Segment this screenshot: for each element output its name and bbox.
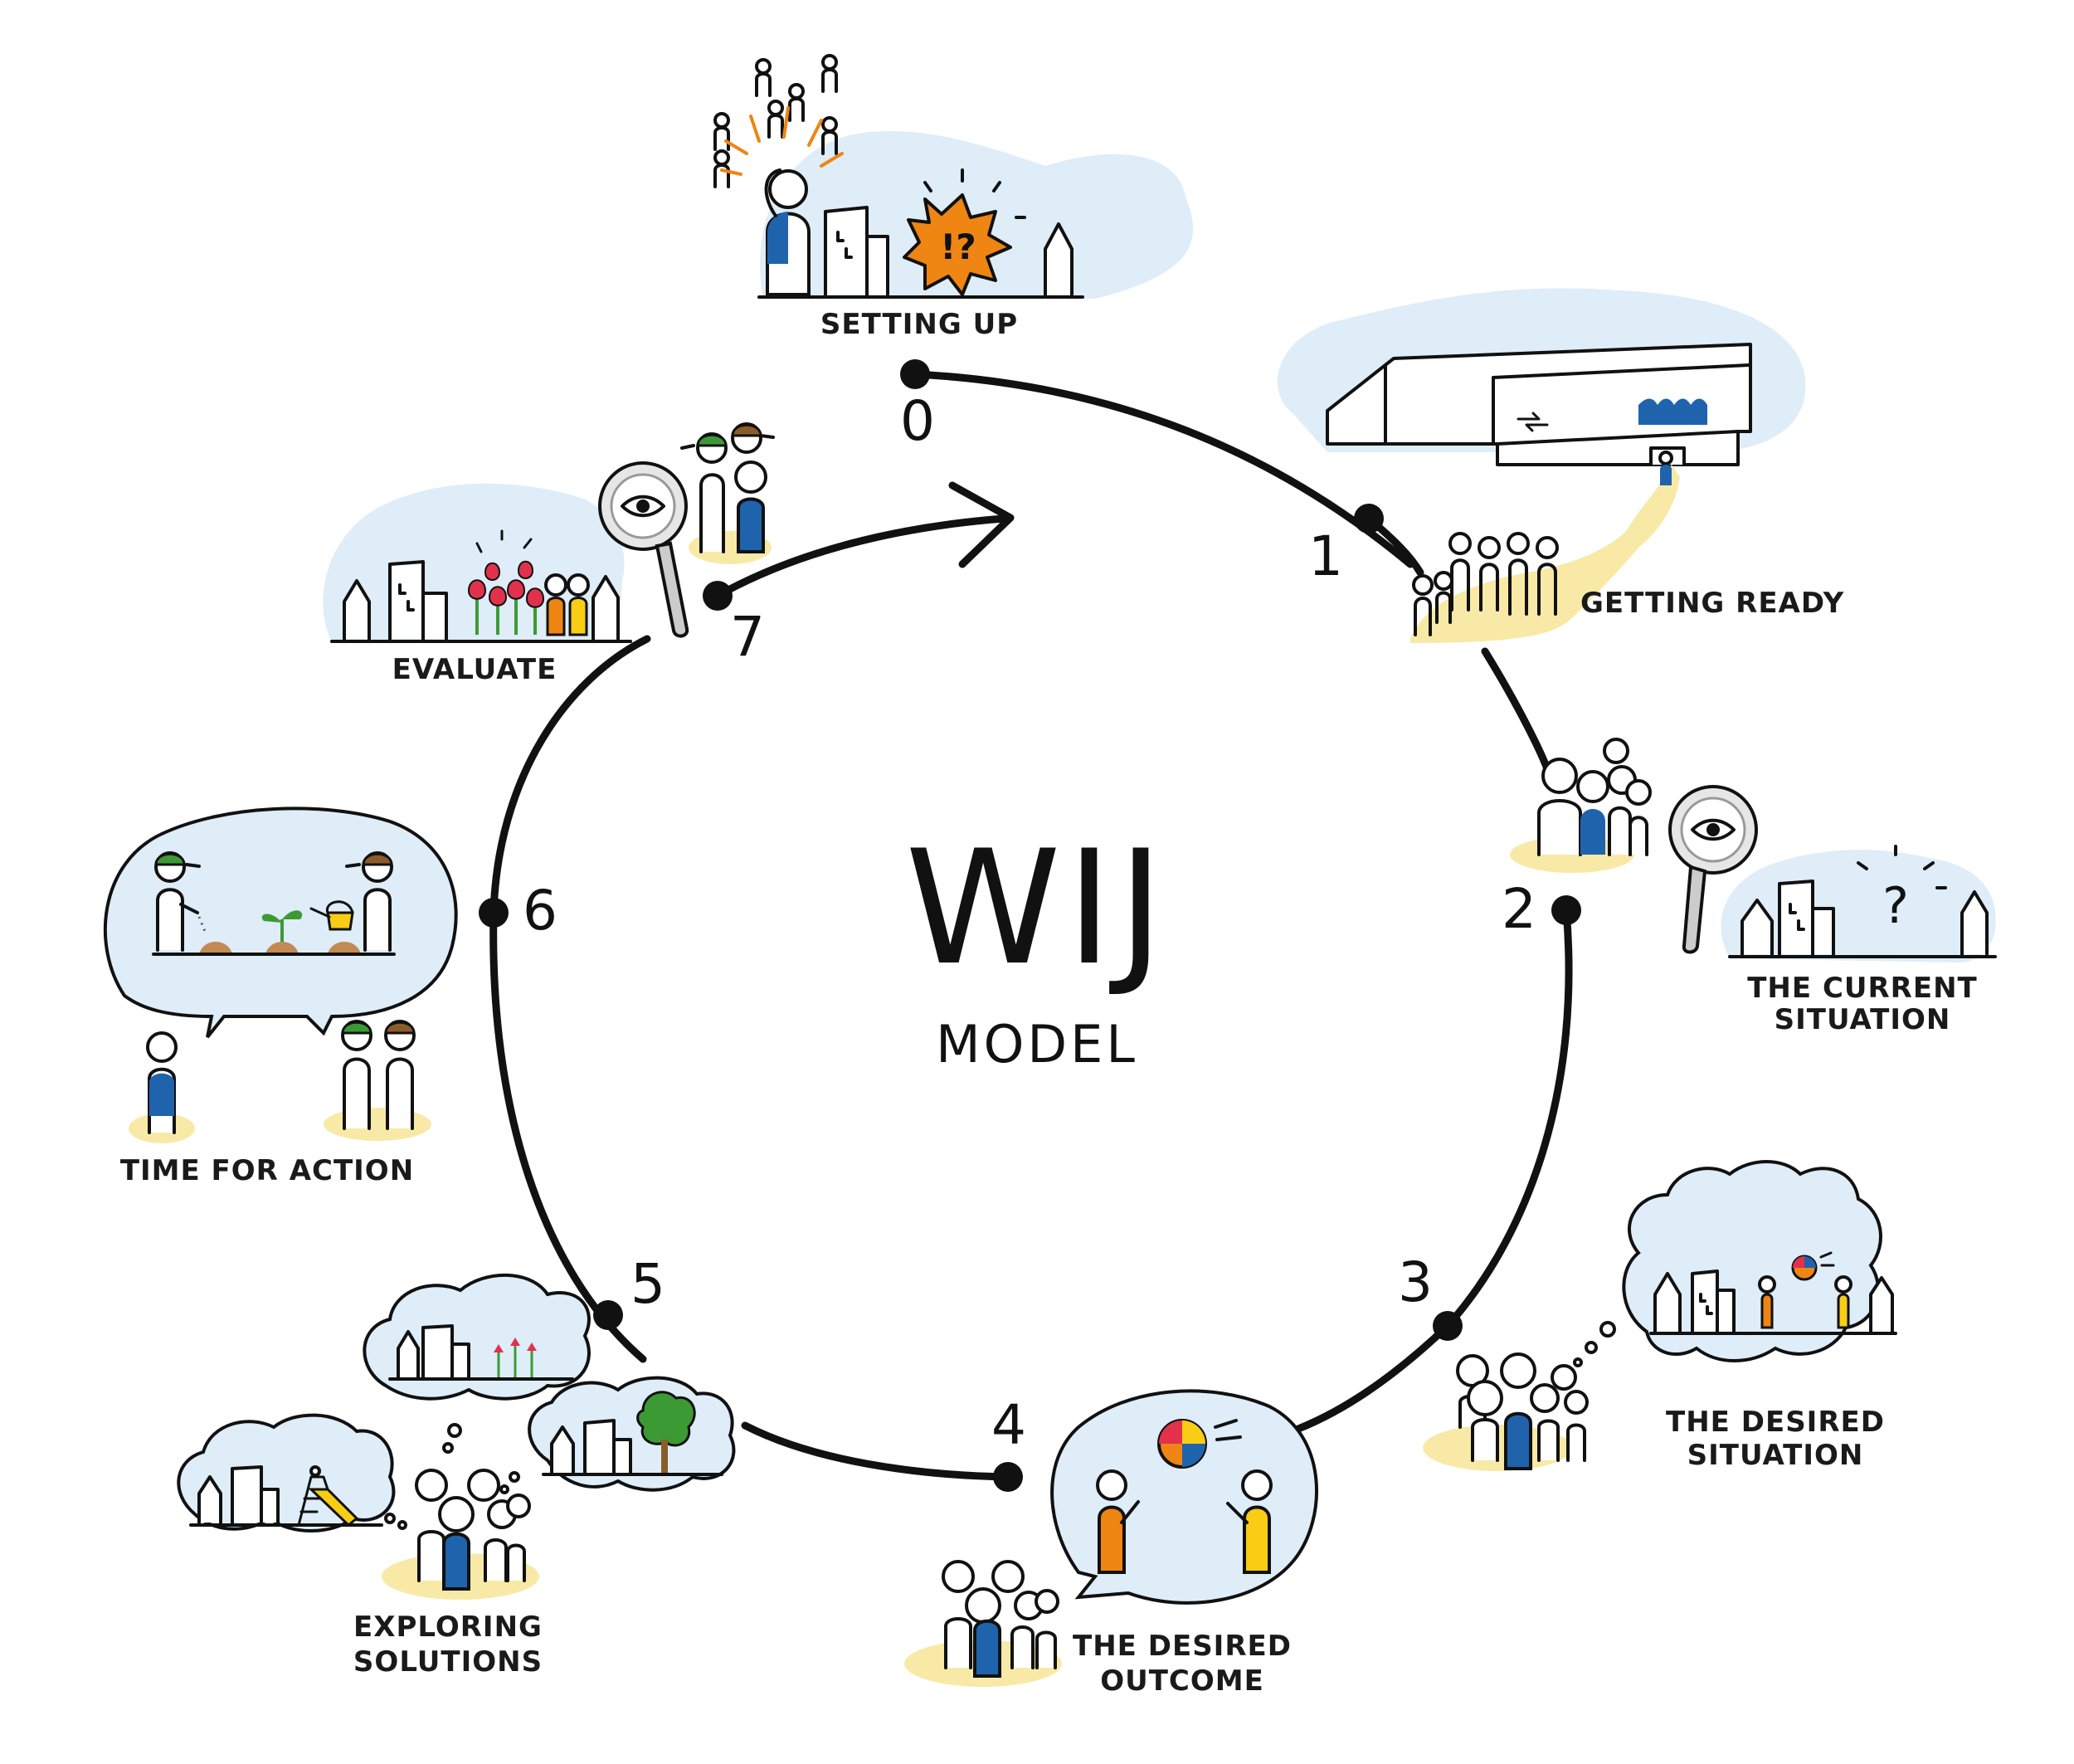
stage-number-4: 4 — [991, 1393, 1026, 1457]
stage-number-2: 2 — [1502, 877, 1536, 941]
crowd-icon — [1456, 1352, 1589, 1470]
stage-node-5[interactable] — [593, 1300, 623, 1330]
spark-rays — [720, 106, 844, 176]
crowd-icon — [415, 1469, 531, 1591]
stage-1-getting-ready: GETTING READY — [1278, 288, 1844, 643]
stage-label-5-line-2: SOLUTIONS — [353, 1645, 543, 1679]
stage-number-0: 0 — [900, 389, 935, 453]
tulips-icon — [467, 529, 545, 635]
stage-label-2-line-2: SITUATION — [1775, 1003, 1951, 1036]
stage-label-4-line-1: THE DESIRED — [1073, 1630, 1292, 1663]
slide-icon — [297, 1465, 359, 1527]
stage-node-3[interactable] — [1433, 1311, 1463, 1341]
exclaim-question-glyph: !? — [940, 227, 976, 267]
magnifier-eye-icon — [598, 461, 689, 638]
stage-4-desired-outcome: THE DESIRED OUTCOME — [904, 1389, 1319, 1698]
station-building-icon — [1326, 343, 1752, 466]
crowd-icon — [713, 54, 838, 188]
tree-icon — [636, 1391, 696, 1473]
idea-clouds-icon — [177, 1273, 736, 1533]
stage-label-1: GETTING READY — [1580, 587, 1844, 620]
crowd-icon — [942, 1560, 1059, 1678]
stage-node-2[interactable] — [1551, 895, 1581, 925]
stage-label-3-line-2: SITUATION — [1687, 1439, 1864, 1472]
stage-0-setting-up: !? SETTING UP — [713, 54, 1194, 341]
person-blue-icon — [1658, 451, 1673, 485]
stage-node-0[interactable] — [900, 359, 930, 389]
stage-number-3: 3 — [1398, 1250, 1433, 1314]
stage-node-6[interactable] — [479, 898, 509, 928]
person-blue-icon — [764, 168, 811, 296]
gardeners-pair-icon — [341, 1020, 416, 1130]
stage-node-4[interactable] — [993, 1462, 1023, 1492]
stage-node-1[interactable] — [1354, 504, 1384, 534]
magnifier-eye-icon — [1668, 785, 1758, 954]
stage-6-time-for-action: TIME FOR ACTION — [103, 806, 458, 1187]
stage-number-1: 1 — [1308, 524, 1343, 588]
stage-2-current-situation: ? THE CURRENT SITUATION — [1510, 738, 1997, 1036]
stage-7-evaluate: EVALUATE — [323, 422, 775, 686]
diagram-title: WIJ — [905, 816, 1169, 1000]
crowd-icon — [1537, 738, 1652, 856]
stage-number-5: 5 — [630, 1252, 665, 1316]
pair-orange-yellow-icon — [544, 573, 590, 636]
person-blue-icon — [146, 1031, 178, 1134]
gardener-pair-icon — [680, 422, 775, 553]
stage-label-6: TIME FOR ACTION — [120, 1154, 414, 1187]
crowd-icon — [1412, 532, 1559, 636]
stage-5-exploring-solutions: EXPLORING SOLUTIONS — [177, 1273, 736, 1679]
stage-label-4-line-2: OUTCOME — [1100, 1664, 1264, 1698]
question-glyph: ? — [1882, 877, 1909, 935]
stage-label-5-line-1: EXPLORING — [353, 1611, 543, 1644]
gardeners-planting-icon — [103, 806, 458, 1039]
stage-label-7: EVALUATE — [392, 653, 557, 686]
watering-can-icon — [309, 900, 354, 931]
stage-label-2-line-1: THE CURRENT — [1747, 972, 1978, 1005]
tulips-icon — [494, 1338, 537, 1377]
stage-label-0: SETTING UP — [820, 308, 1018, 341]
stage-number-6: 6 — [523, 879, 557, 943]
problem-burst-icon: !? — [903, 168, 1026, 296]
stage-label-3-line-1: THE DESIRED — [1666, 1406, 1885, 1439]
diagram-subtitle: MODEL — [936, 1014, 1138, 1074]
speech-bubble-ball-icon — [1050, 1389, 1319, 1605]
stage-node-7[interactable] — [703, 581, 733, 611]
stage-3-desired-situation: THE DESIRED SITUATION — [1423, 1160, 1897, 1472]
thought-cloud-ball-icon — [1573, 1160, 1897, 1367]
stage-number-7: 7 — [730, 605, 765, 669]
